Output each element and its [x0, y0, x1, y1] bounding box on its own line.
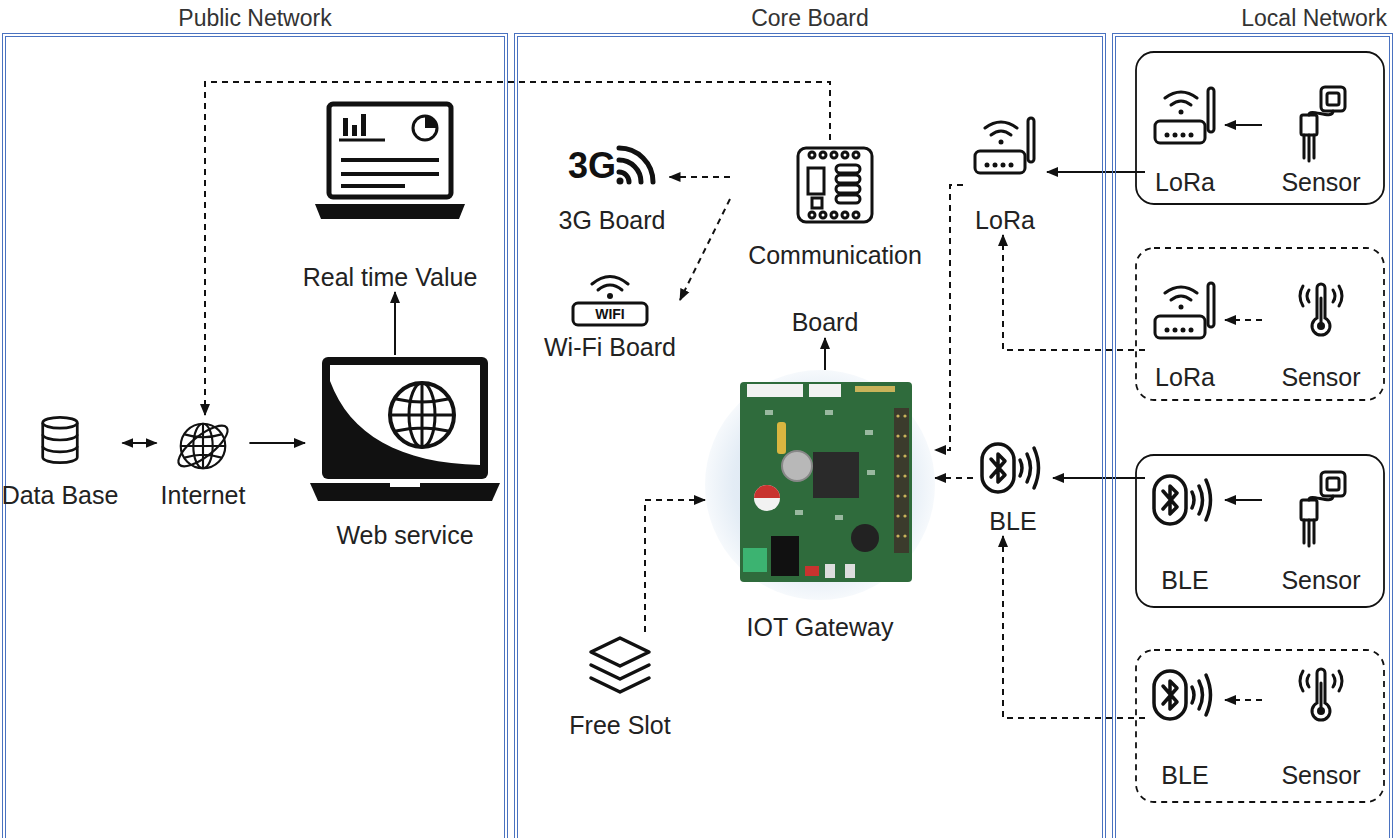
device-icon-node: Sensor — [1262, 665, 1380, 790]
device-icon-node: Internet — [157, 415, 250, 510]
node-label: Sensor — [1281, 167, 1360, 197]
device-icon — [1152, 665, 1218, 725]
dashed-connector — [680, 199, 730, 300]
device-icon-node: Sensor — [1262, 470, 1380, 595]
device-icon — [587, 632, 653, 702]
device-icon — [972, 115, 1038, 177]
node-label: LoRa — [1155, 167, 1215, 197]
node-label: Real time Value — [303, 262, 478, 292]
node-label: Communication — [748, 240, 922, 270]
device-icon — [1152, 280, 1218, 342]
node-label: Sensor — [1281, 362, 1360, 392]
device-icon — [1295, 470, 1347, 548]
device-icon-node: BLE — [1145, 665, 1225, 790]
panel-heading: Public Network — [6, 4, 504, 32]
icon-text: WIFI — [573, 303, 647, 325]
node-label: Free Slot — [569, 710, 670, 740]
panel-heading: Core Board — [518, 4, 1102, 32]
device-icon — [705, 370, 935, 600]
device-icon-node: Sensor — [1262, 85, 1380, 197]
device-icon — [790, 140, 880, 230]
device-icon-node: IOT Gateway — [705, 370, 935, 642]
node-label: BLE — [1161, 565, 1208, 595]
connector — [1225, 499, 1262, 501]
device-icon-node: Web service — [305, 355, 505, 550]
icon-text: 3G — [566, 146, 618, 186]
device-icon — [172, 415, 234, 477]
node-label: BLE — [1161, 760, 1208, 790]
device-icon-node: Data Base — [0, 415, 122, 510]
dashed-connector — [1225, 699, 1262, 701]
node-label: Internet — [161, 480, 246, 510]
sensor-group-dashed — [1136, 248, 1384, 400]
connector — [394, 292, 396, 355]
node-label: Wi-Fi Board — [544, 332, 676, 362]
node-label: LoRa — [1155, 362, 1215, 392]
node-label: IOT Gateway — [747, 612, 894, 642]
device-icon — [315, 100, 465, 225]
device-icon — [1295, 665, 1347, 727]
device-icon-node: Free Slot — [565, 632, 674, 740]
dashed-connector — [935, 185, 963, 450]
connector — [1225, 124, 1262, 126]
device-icon-node: LoRa — [1145, 85, 1225, 197]
node-label: 3G Board — [558, 205, 665, 235]
connector — [122, 442, 156, 444]
device-icon-node: LoRa — [963, 115, 1047, 235]
node-label: Sensor — [1281, 565, 1360, 595]
node-label: Data Base — [2, 480, 119, 510]
dashed-connector — [670, 176, 731, 178]
dashed-connector — [1003, 235, 1145, 350]
device-icon — [1295, 280, 1347, 342]
device-icon — [1295, 85, 1347, 163]
device-icon-node: BLE — [1145, 470, 1225, 595]
node-label: LoRa — [975, 205, 1035, 235]
node-label: BLE — [989, 506, 1036, 536]
sensor-group-solid — [1136, 455, 1384, 607]
device-icon — [310, 355, 500, 505]
dashed-connector — [1003, 536, 1145, 718]
node-label: Web service — [336, 520, 473, 550]
sensor-group-dashed — [1136, 650, 1384, 802]
device-icon-node: Communication — [730, 140, 940, 270]
connector — [1047, 171, 1145, 173]
network-panel: Local NetworkLoRaSensorLoRaSensorBLESens… — [1112, 33, 1393, 838]
dashed-connector — [1225, 319, 1262, 321]
device-icon — [40, 415, 80, 465]
dashed-connector — [645, 500, 705, 632]
device-icon-node: Real time Value — [285, 100, 495, 292]
network-panel: Public NetworkData BaseInternetWeb servi… — [2, 33, 508, 838]
device-icon-node: LoRa — [1145, 280, 1225, 392]
text-node: Board — [788, 305, 863, 338]
connector — [824, 338, 826, 370]
sensor-group-solid — [1136, 52, 1384, 204]
device-icon — [980, 438, 1046, 498]
device-icon-node: BLE — [973, 438, 1053, 536]
connector — [249, 442, 305, 444]
device-icon — [1152, 470, 1218, 530]
connector — [1053, 477, 1145, 479]
dashed-connector — [935, 477, 973, 479]
node-label: Sensor — [1281, 760, 1360, 790]
panel-heading: Local Network — [1116, 4, 1389, 32]
node-label: Board — [792, 307, 859, 337]
device-icon-node: Sensor — [1262, 280, 1380, 392]
device-icon — [1152, 85, 1218, 147]
